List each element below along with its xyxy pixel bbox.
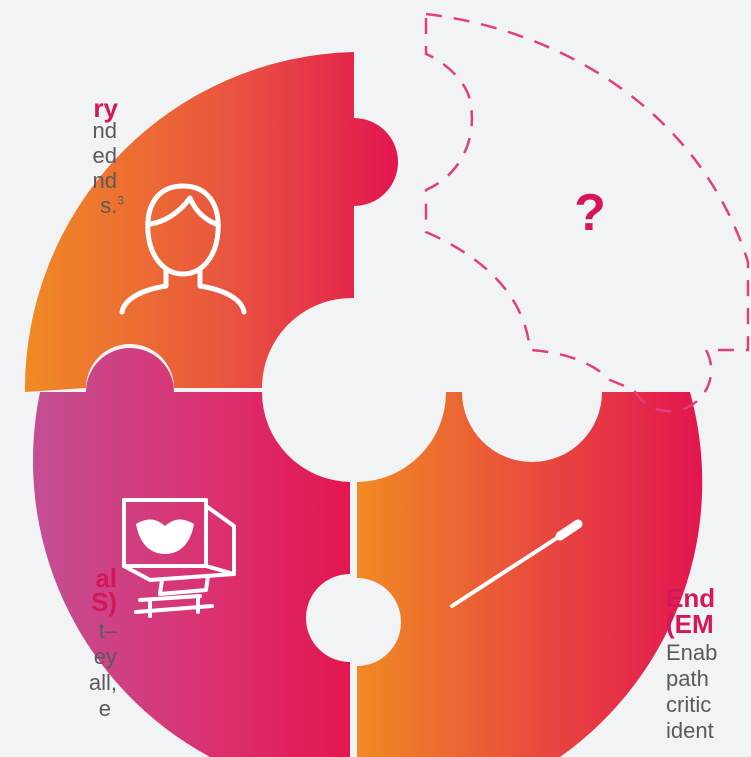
right-line-4: ident <box>666 718 714 743</box>
monitor-screen-image <box>136 519 194 554</box>
right-heading-2: (EM <box>666 609 714 639</box>
endoscope-icon <box>450 519 583 608</box>
citation-superscript: 3 <box>117 193 124 208</box>
right-line-2: path <box>666 666 709 691</box>
computer-monitor-icon <box>122 498 236 618</box>
left-top-line-2: ed <box>92 143 117 168</box>
left-bottom-line-2: ey <box>93 644 117 669</box>
left-top-line-4-text: s. <box>100 193 118 218</box>
right-heading-1: End <box>666 583 716 613</box>
right-line-3: critic <box>666 692 712 717</box>
person-icon <box>119 183 247 315</box>
puzzle-piece-bottom-right <box>357 392 703 757</box>
left-bottom-line-3: all, <box>88 670 117 695</box>
left-bottom-heading-2: S) <box>91 587 117 617</box>
question-mark: ? <box>574 184 606 242</box>
left-top-line-4: s.3 <box>100 195 124 217</box>
right-line-1: Enab <box>666 640 718 665</box>
left-top-line-1: nd <box>92 118 117 143</box>
left-bottom-line-1: t– <box>98 618 117 643</box>
puzzle-piece-bottom-left <box>32 348 351 757</box>
left-bottom-line-4: e <box>98 696 111 721</box>
left-bottom-heading-1: al <box>95 563 117 593</box>
missing-piece-outline <box>424 12 750 413</box>
left-top-heading: ry <box>93 93 118 123</box>
left-top-line-3: nd <box>92 168 117 193</box>
